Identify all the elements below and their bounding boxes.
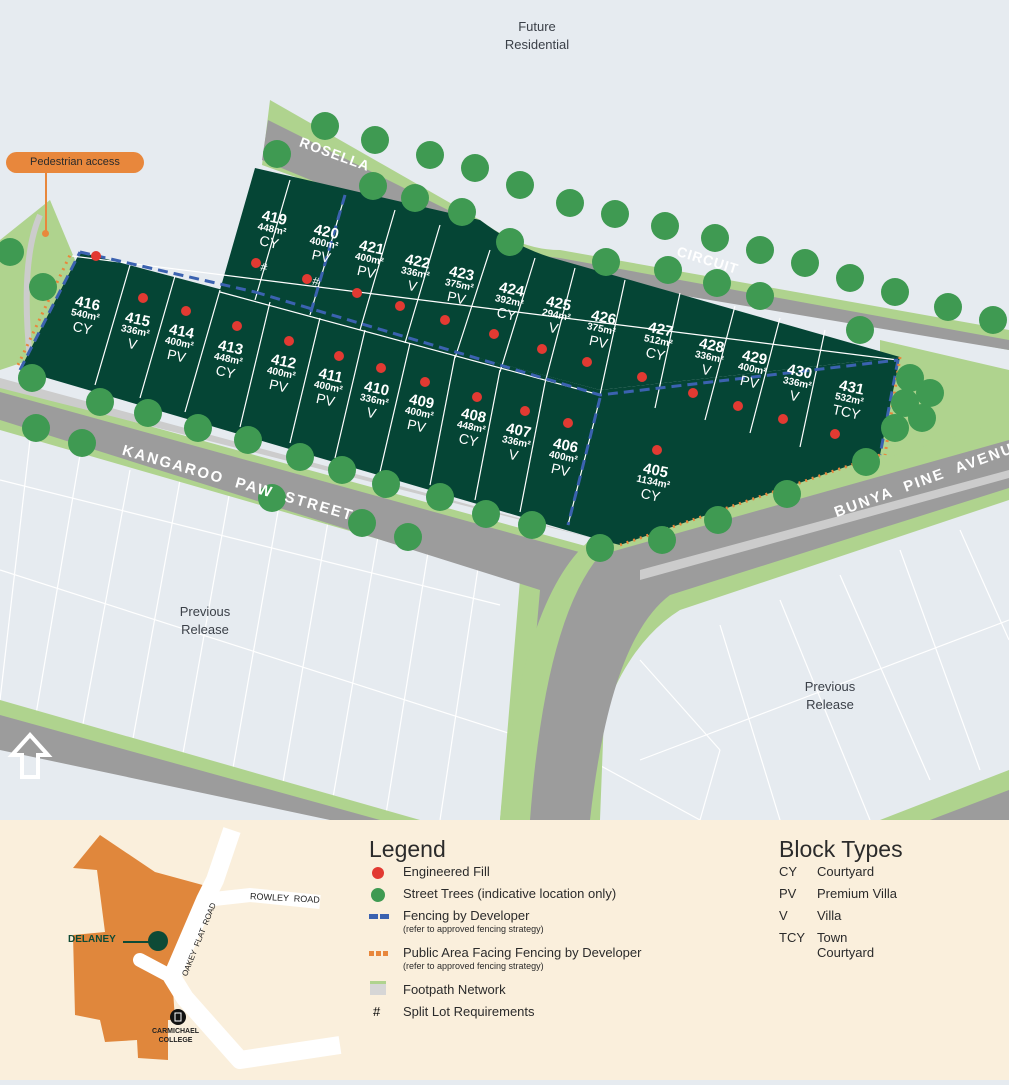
legend-item-public-fencing: Public Area Facing Fencing by Developer … — [369, 943, 641, 980]
school-icon — [170, 1009, 186, 1025]
north-arrow-icon — [7, 732, 53, 779]
legend: Legend Engineered Fill Street Trees (ind… — [369, 836, 641, 1024]
location-map: DELANEY ROWLEY ROAD OAKEY FLAT ROAD CARM… — [0, 820, 360, 1080]
street-tree-icon — [371, 888, 385, 902]
callout-leader-line — [45, 173, 47, 233]
footpath-swatch-icon — [370, 981, 386, 995]
legend-item-split-lot: # Split Lot Requirements — [373, 1004, 535, 1019]
block-types-title: Block Types — [779, 836, 903, 862]
pedestrian-access-callout: Pedestrian access — [6, 152, 144, 173]
engineered-fill-dots — [91, 251, 840, 455]
blue-fence-icon — [369, 914, 389, 919]
delaney-marker-icon — [148, 931, 168, 951]
delaney-site-shape — [73, 835, 210, 1060]
engineered-fill-dot-icon — [372, 867, 384, 879]
legend-item-street-trees: Street Trees (indicative location only) — [369, 884, 616, 906]
delaney-label: DELANEY — [68, 934, 116, 945]
legend-item-footpath: Footpath Network — [369, 980, 506, 1002]
legend-title: Legend — [369, 836, 446, 862]
legend-item-engineered-fill: Engineered Fill — [369, 862, 490, 884]
previous-release-left-lots — [0, 439, 531, 820]
hash-icon: # — [373, 1004, 381, 1019]
street-trees — [0, 112, 1007, 562]
legend-item-fencing-developer: Fencing by Developer (refer to approved … — [369, 906, 544, 943]
orange-fence-icon — [369, 951, 388, 956]
callout-pin — [42, 230, 49, 237]
previous-release-right-lots — [589, 529, 1009, 820]
